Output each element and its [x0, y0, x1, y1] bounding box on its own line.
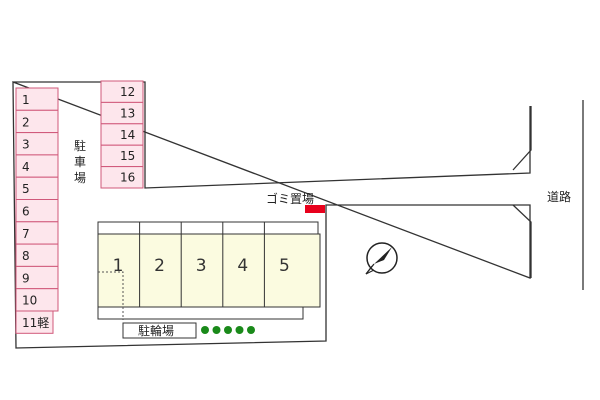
- parking-space-1: 1: [15, 87, 59, 111]
- parking-space-14: 14: [100, 123, 144, 146]
- hedge-dot: [201, 326, 209, 334]
- hedge-dot: [235, 326, 244, 334]
- parking-space-label: 9: [22, 271, 30, 285]
- bicycle-label-box: [122, 322, 197, 339]
- unit-number: 3: [196, 256, 207, 276]
- parking-space-label: 7: [22, 227, 30, 241]
- parking-space-4: 4: [15, 154, 59, 178]
- parking-space-label: 15: [120, 149, 135, 163]
- hedge-row: [201, 326, 255, 334]
- building-body: [97, 233, 321, 308]
- parking-space-8: 8: [15, 243, 59, 267]
- unit-number: 4: [237, 256, 248, 276]
- parking-space-10: 10: [15, 288, 59, 312]
- bicycle-label: 駐輪場: [138, 323, 174, 338]
- parking-space-2: 2: [15, 109, 59, 134]
- parking-space-label: 11軽: [22, 316, 49, 330]
- unit-3: 3: [180, 222, 207, 307]
- parking-space-12: 12: [100, 80, 144, 103]
- road-edge-left: [512, 106, 532, 278]
- unit-2: 2: [139, 222, 165, 307]
- unit-number: 5: [279, 256, 290, 276]
- hedge-dot: [247, 326, 255, 334]
- parking-space-11: 11軽: [15, 310, 54, 334]
- building-units: 1 2 3 4 5: [113, 222, 290, 307]
- parking-label-2: 車: [74, 155, 86, 169]
- parking-space-label: 3: [22, 138, 30, 152]
- unit-5: 5: [263, 222, 290, 307]
- building-bottom-strip: [97, 306, 304, 320]
- unit-4: 4: [222, 222, 248, 307]
- hedge-dot: [212, 326, 221, 334]
- parking-space-6: 6: [15, 199, 59, 223]
- unit-1: 1: [113, 256, 124, 276]
- parking-left-column: 1 2 3 4 5 6 7 8 9 10 11軽: [15, 87, 59, 334]
- parking-space-13: 13: [100, 101, 144, 125]
- parking-space-label: 14: [120, 128, 135, 142]
- parking-label-3: 場: [74, 171, 86, 185]
- parking-space-label: 6: [22, 205, 30, 219]
- garbage-label: ゴミ置場: [266, 191, 314, 206]
- entrance-path: [98, 271, 124, 320]
- parking-space-3: 3: [15, 132, 59, 156]
- unit-number: 1: [113, 256, 124, 276]
- road-label: 道路: [547, 189, 571, 204]
- parking-space-label: 4: [22, 160, 30, 174]
- building-top-strip: [97, 221, 319, 235]
- hedge-dot: [224, 326, 232, 334]
- parking-top-column: 12 13 14 15 16: [100, 80, 144, 189]
- parking-space-5: 5: [15, 176, 59, 200]
- parking-space-label: 13: [120, 106, 135, 120]
- parking-space-label: 1: [22, 93, 30, 107]
- parking-space-label: 5: [22, 182, 30, 196]
- parking-space-16: 16: [100, 166, 144, 189]
- garbage-area: [305, 205, 325, 213]
- parking-space-label: 2: [22, 115, 30, 129]
- parking-space-7: 7: [15, 221, 59, 245]
- parking-space-9: 9: [15, 265, 59, 290]
- parking-space-label: 12: [120, 85, 135, 99]
- parking-space-label: 10: [22, 294, 37, 308]
- unit-number: 2: [154, 256, 165, 276]
- parking-space-label: 16: [120, 171, 135, 185]
- compass-icon: [365, 242, 398, 275]
- parking-label-1: 駐: [74, 138, 86, 153]
- parking-space-15: 15: [100, 144, 144, 168]
- parking-space-label: 8: [22, 249, 30, 263]
